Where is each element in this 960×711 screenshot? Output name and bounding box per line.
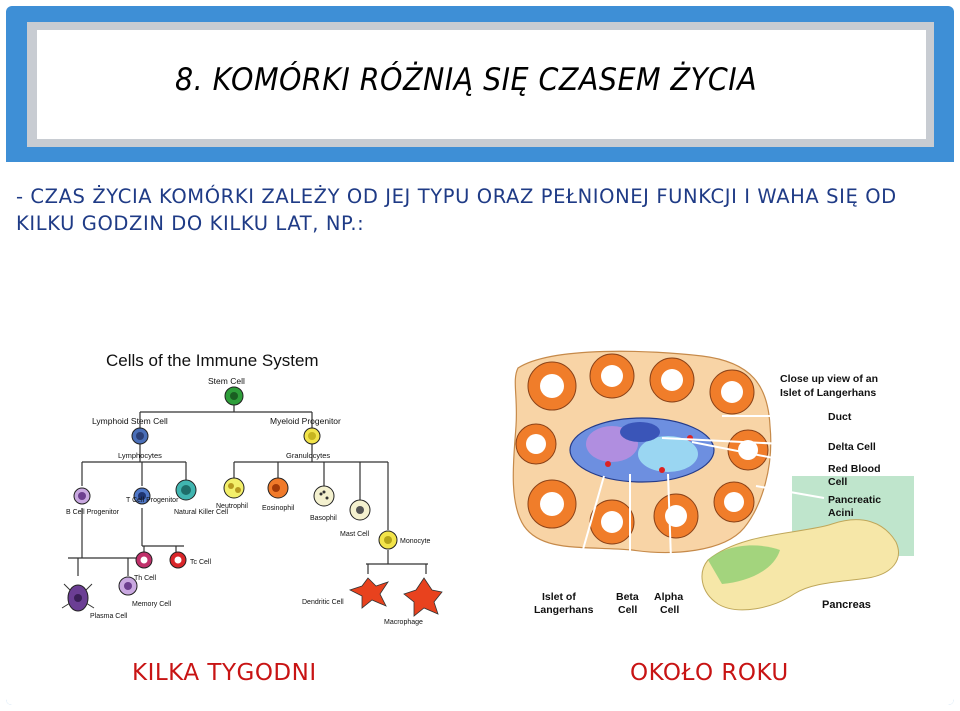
caption-immune-cells: KILKA TYGODNI — [132, 660, 317, 686]
b-cell-label: B Cell Progenitor — [66, 509, 120, 516]
t-cell-label: T Cell Progenitor — [126, 497, 179, 504]
caption-pancreas-cells: OKOŁO ROKU — [630, 660, 789, 686]
th-cell-label: Th Cell — [134, 575, 157, 582]
mast-cell-label: Mast Cell — [340, 531, 370, 538]
immune-diagram-title: Cells of the Immune System — [106, 351, 319, 370]
islet-closeup-title-1: Close up view of an — [780, 373, 878, 385]
red-blood-cell-label-1: Red Blood — [828, 463, 881, 475]
alpha-cell-label-1: Alpha — [654, 591, 683, 603]
pancreatic-acini-label-1: Pancreatic — [828, 494, 881, 506]
basophil-label: Basophil — [310, 515, 337, 522]
myeloid-label: Myeloid Progenitor — [270, 416, 341, 426]
slide-body-text: - CZAS ŻYCIA KOMÓRKI ZALEŻY OD JEJ TYPU … — [16, 183, 951, 237]
lymphocytes-label: Lymphocytes — [118, 451, 162, 460]
stem-cell-label: Stem Cell — [208, 376, 245, 386]
beta-cell-label-2: Cell — [618, 604, 637, 616]
monocyte-label: Monocyte — [400, 538, 430, 545]
beta-cell-label-1: Beta — [616, 591, 639, 603]
nk-cell-label: Natural Killer Cell — [174, 509, 229, 516]
slide-title: 8. KOMÓRKI RÓŻNIĄ SIĘ CZASEM ŻYCIA — [175, 62, 757, 98]
plasma-cell-label: Plasma Cell — [90, 613, 128, 620]
islet-label-2: Langerhans — [534, 604, 594, 616]
memory-cell-label: Memory Cell — [132, 601, 172, 608]
red-blood-cell-label-2: Cell — [828, 476, 847, 488]
immune-cells-diagram: Cells of the Immune System Stem Cell — [44, 346, 444, 630]
islet-closeup-title-2: Islet of Langerhans — [780, 387, 876, 399]
pancreas-label: Pancreas — [822, 599, 871, 611]
granulocytes-label: Granulocytes — [286, 451, 330, 460]
alpha-cell-label-2: Cell — [660, 604, 679, 616]
dendritic-cell-label: Dendritic Cell — [302, 599, 344, 606]
duct-label: Duct — [828, 411, 852, 423]
pancreatic-acini-label-2: Acini — [828, 507, 854, 519]
tc-cell-label: Tc Cell — [190, 559, 211, 566]
lymphoid-label: Lymphoid Stem Cell — [92, 416, 168, 426]
neutrophil-label: Neutrophil — [216, 503, 248, 510]
eosinophil-label: Eosinophil — [262, 505, 295, 512]
delta-cell-label: Delta Cell — [828, 441, 876, 453]
islet-label-1: Islet of — [542, 591, 576, 603]
macrophage-label: Macrophage — [384, 619, 423, 626]
islet-of-langerhans-diagram: Close up view of an Islet of Langerhans … — [512, 346, 914, 630]
